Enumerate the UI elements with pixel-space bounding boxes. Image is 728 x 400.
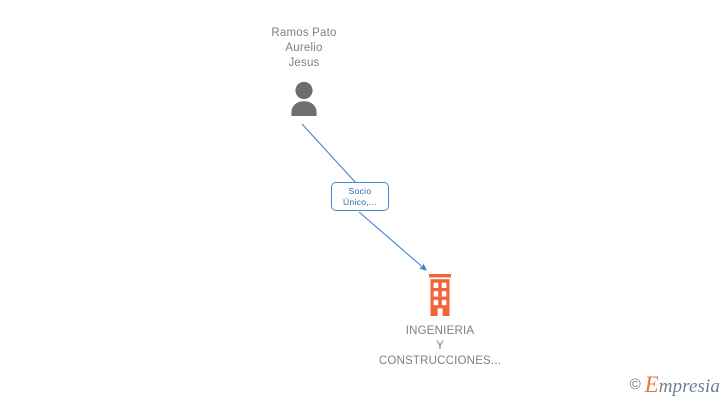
brand-rest: mpresia xyxy=(658,376,720,397)
person-node[interactable]: Ramos Pato Aurelio Jesus xyxy=(224,26,384,116)
person-icon[interactable] xyxy=(224,80,384,116)
person-silhouette-icon xyxy=(291,81,317,116)
watermark: © Empresia xyxy=(630,373,720,396)
copyright-icon: © xyxy=(629,376,641,393)
building-glyph-icon xyxy=(429,274,451,316)
company-node-label: INGENIERIA Y CONSTRUCCIONES... xyxy=(378,325,502,367)
brand-wordmark: Empresia xyxy=(645,373,720,396)
relation-label-box[interactable]: Socio Único,... xyxy=(331,182,389,211)
company-node[interactable]: INGENIERIA Y CONSTRUCCIONES... xyxy=(360,274,520,369)
building-icon[interactable] xyxy=(360,274,520,316)
edge-person-to-relation xyxy=(301,123,357,184)
brand-initial: E xyxy=(644,372,659,397)
relation-label-text: Socio Único,... xyxy=(343,185,377,207)
person-node-label: Ramos Pato Aurelio Jesus xyxy=(271,27,337,69)
edge-relation-to-company xyxy=(358,211,427,271)
